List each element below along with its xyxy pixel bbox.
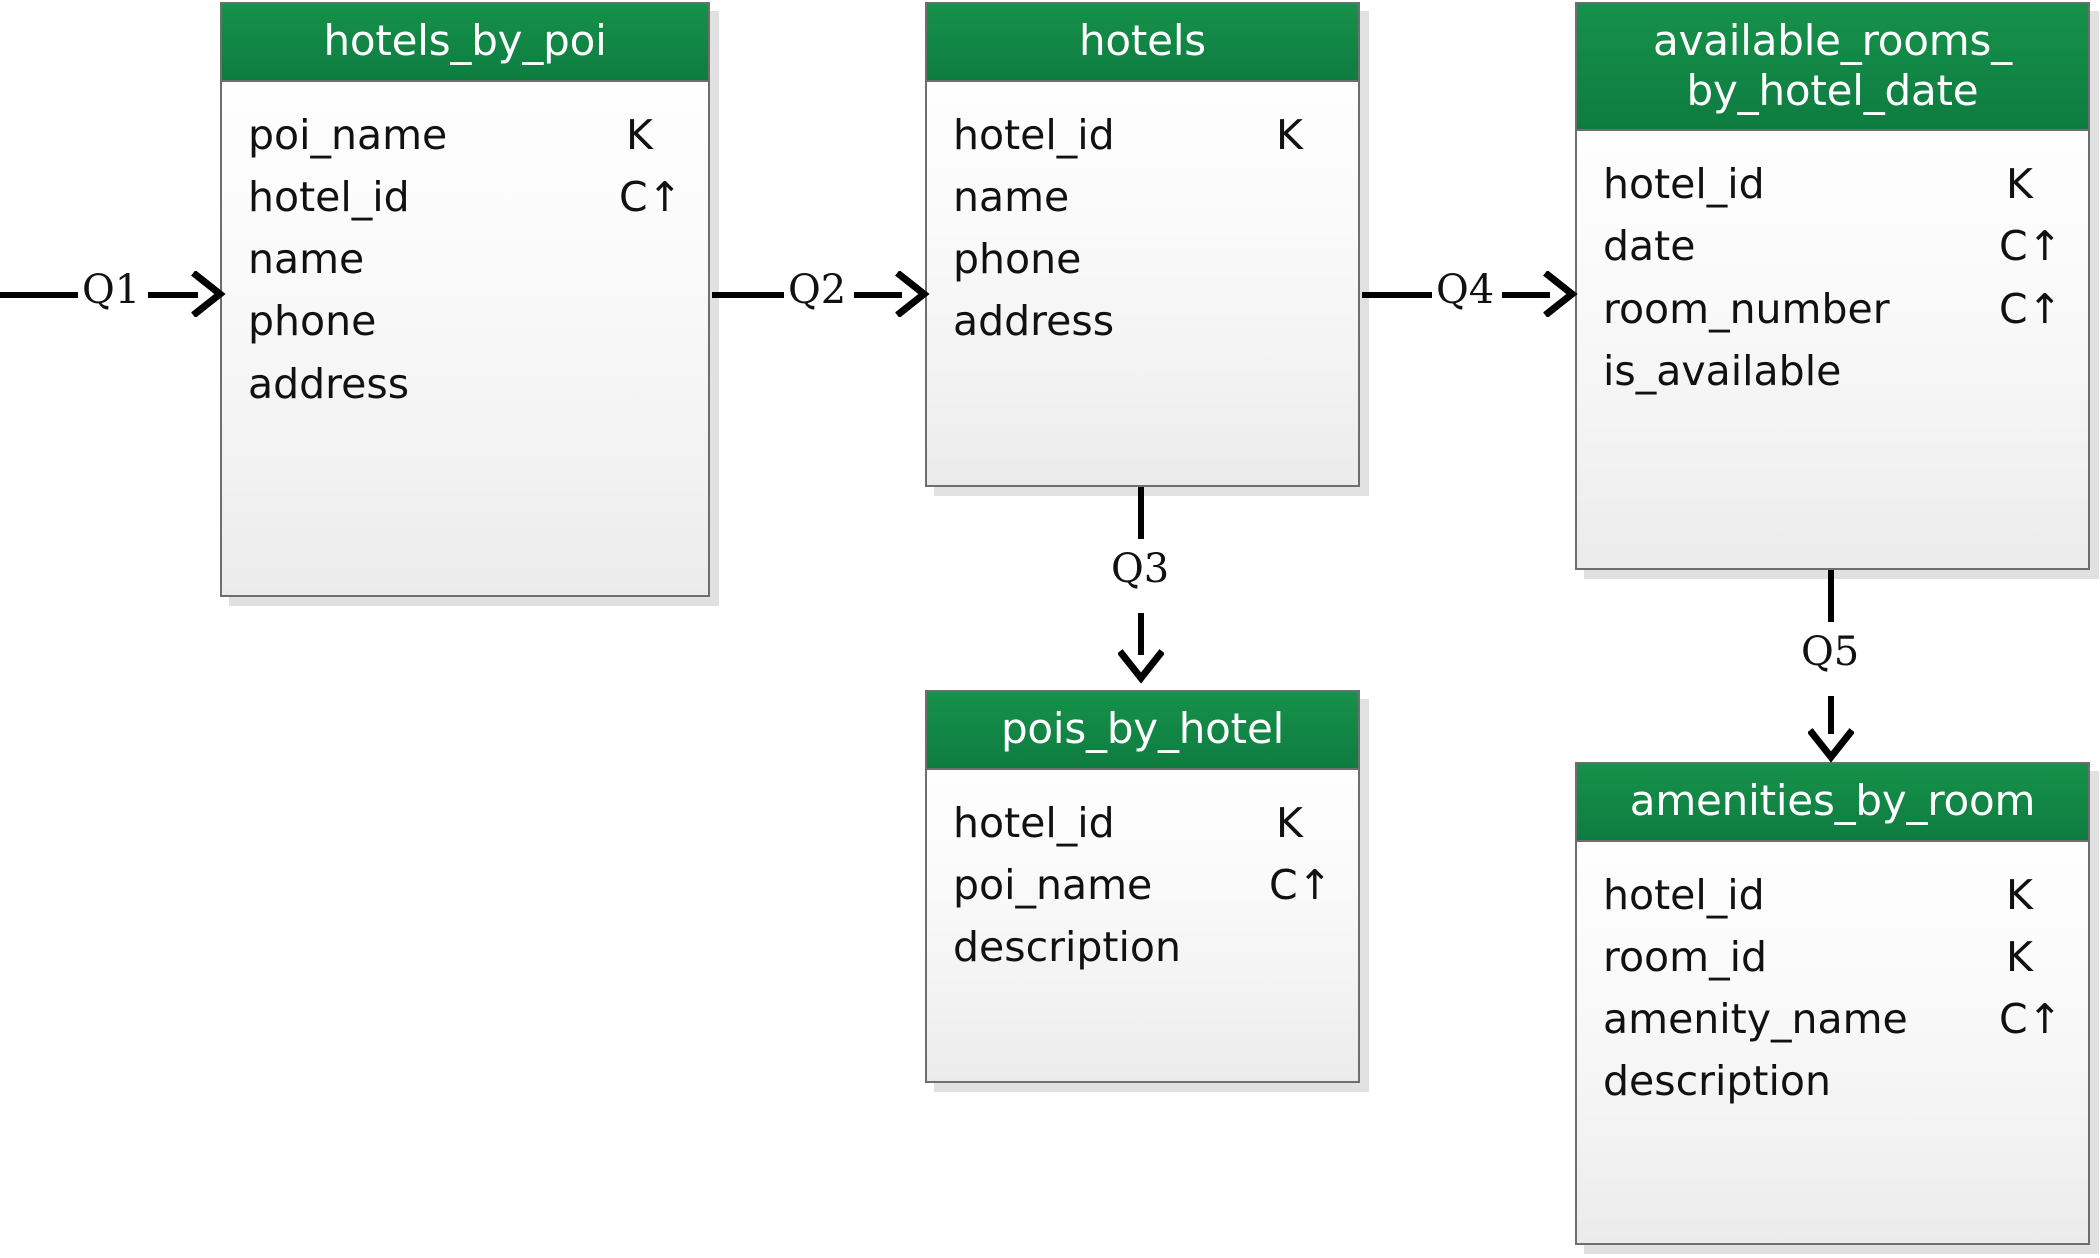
field-name: address [953,297,1115,346]
connector-line [1828,696,1834,734]
entity-title-pois-by-hotel: pois_by_hotel [927,692,1358,770]
field-row: hotel_id K [1603,153,2062,215]
field-key-marker: K [2006,932,2033,981]
field-name: poi_name [953,860,1153,909]
field-name: hotel_id [953,798,1115,847]
field-row: amenity_name C↑ [1603,988,2062,1050]
field-name: hotel_id [1603,870,1765,919]
field-key-marker: K [2006,870,2033,919]
field-name: is_available [1603,347,1842,396]
arrowhead-right-icon [191,271,226,317]
entity-title-available-rooms-by-hotel-date: available_rooms_ by_hotel_date [1577,4,2088,132]
entity-fields-hotels: hotel_id K name phone address [927,81,1358,485]
entity-title-amenities-by-room: amenities_by_room [1577,764,2088,842]
field-key-marker: K [626,110,653,159]
connector-label-q2: Q2 [788,267,847,313]
field-row: room_number C↑ [1603,278,2062,340]
entity-hotels[interactable]: hotels hotel_id K name phone address [925,2,1360,487]
field-row: hotel_id K [953,104,1332,166]
entity-available-rooms-by-hotel-date[interactable]: available_rooms_ by_hotel_date hotel_id … [1575,2,2090,570]
connector-line [1138,613,1144,655]
field-name: description [953,923,1181,972]
connector-q4: Q4 [1362,270,1578,346]
field-name: room_number [1603,284,1890,333]
arrowhead-right-icon [895,271,930,317]
field-key-marker: K [1276,110,1303,159]
field-name: phone [953,235,1082,284]
connector-line [1362,292,1432,298]
field-row: hotel_id C↑ [248,166,682,228]
arrowhead-down-icon [1808,728,1854,763]
field-name: phone [248,297,377,346]
field-row: hotel_id K [1603,864,2062,926]
field-key-marker: C↑ [1999,284,2062,333]
connector-line [0,292,78,298]
entity-hotels-by-poi[interactable]: hotels_by_poi poi_name K hotel_id C↑ nam… [220,2,710,597]
field-key-marker: K [1276,798,1303,847]
field-key-marker: C↑ [1999,222,2062,271]
connector-q1: Q1 [0,270,226,346]
field-row: name [953,166,1332,228]
field-name: poi_name [248,110,448,159]
connector-line [1138,487,1144,539]
connector-line [1828,570,1834,622]
arrowhead-down-icon [1118,649,1164,684]
arrowhead-right-icon [1543,271,1578,317]
field-name: name [248,235,365,284]
field-row: poi_name C↑ [953,854,1332,916]
field-row: description [1603,1050,2062,1112]
connector-label-q3: Q3 [1111,546,1170,592]
field-row: address [248,353,682,415]
field-row: name [248,228,682,290]
connector-label-q1: Q1 [82,267,141,313]
field-name: date [1603,222,1696,271]
field-name: hotel_id [248,172,410,221]
entity-title-hotels: hotels [927,4,1358,82]
entity-fields-hotels-by-poi: poi_name K hotel_id C↑ name phone addres… [222,81,708,595]
field-key-marker: K [2006,160,2033,209]
field-row: poi_name K [248,104,682,166]
connector-label-q4: Q4 [1436,267,1495,313]
connector-q5: Q5 [1801,570,1925,768]
entity-title-hotels-by-poi: hotels_by_poi [222,4,708,82]
field-row: description [953,916,1332,978]
field-name: name [953,172,1070,221]
field-name: hotel_id [1603,160,1765,209]
connector-line [712,292,784,298]
field-row: is_available [1603,340,2062,402]
connector-line [854,292,902,298]
field-name: description [1603,1057,1831,1106]
field-row: phone [953,228,1332,290]
field-key-marker: C↑ [1269,860,1332,909]
entity-pois-by-hotel[interactable]: pois_by_hotel hotel_id K poi_name C↑ des… [925,690,1360,1083]
field-name: address [248,359,410,408]
entity-fields-amenities-by-room: hotel_id K room_id K amenity_name C↑ des… [1577,841,2088,1243]
connector-line [1502,292,1550,298]
field-row: address [953,290,1332,352]
field-key-marker: C↑ [619,172,682,221]
entity-amenities-by-room[interactable]: amenities_by_room hotel_id K room_id K a… [1575,762,2090,1245]
entity-fields-available-rooms-by-hotel-date: hotel_id K date C↑ room_number C↑ is_ava… [1577,131,2088,568]
field-name: amenity_name [1603,995,1908,1044]
field-row: phone [248,290,682,352]
connector-line [148,292,198,298]
connector-q2: Q2 [712,270,930,346]
connector-q3: Q3 [1111,487,1235,692]
field-key-marker: C↑ [1999,995,2062,1044]
field-row: room_id K [1603,926,2062,988]
field-row: date C↑ [1603,215,2062,277]
field-row: hotel_id K [953,792,1332,854]
field-name: hotel_id [953,110,1115,159]
connector-label-q5: Q5 [1801,629,1860,675]
field-name: room_id [1603,932,1767,981]
entity-fields-pois-by-hotel: hotel_id K poi_name C↑ description [927,769,1358,1081]
